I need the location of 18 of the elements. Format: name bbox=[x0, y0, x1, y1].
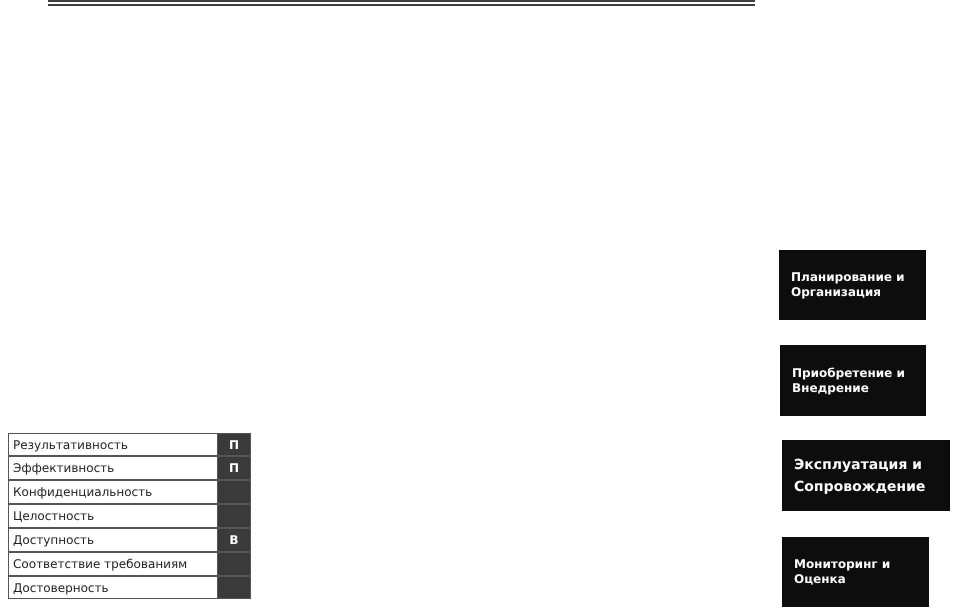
block-label: Планирование и Организация bbox=[791, 270, 906, 300]
process-block bbox=[782, 537, 929, 607]
table-row bbox=[8, 552, 251, 576]
block-label: Приобретение и Внедрение bbox=[792, 366, 906, 396]
table-row bbox=[8, 576, 251, 599]
marker-cell: В bbox=[218, 529, 250, 551]
process-block bbox=[782, 440, 950, 511]
marker-cell: П bbox=[218, 434, 250, 455]
table-row bbox=[8, 433, 251, 456]
process-block bbox=[779, 250, 926, 320]
process-block bbox=[780, 345, 926, 416]
marker-cell: П bbox=[218, 457, 250, 479]
table-row bbox=[8, 480, 251, 504]
block-label: Мониторинг и Оценка bbox=[794, 557, 892, 587]
block-label: Эксплуатация и Сопровождение bbox=[794, 456, 926, 496]
table-row bbox=[8, 504, 251, 528]
table-row bbox=[8, 528, 251, 552]
table-row bbox=[8, 456, 251, 480]
